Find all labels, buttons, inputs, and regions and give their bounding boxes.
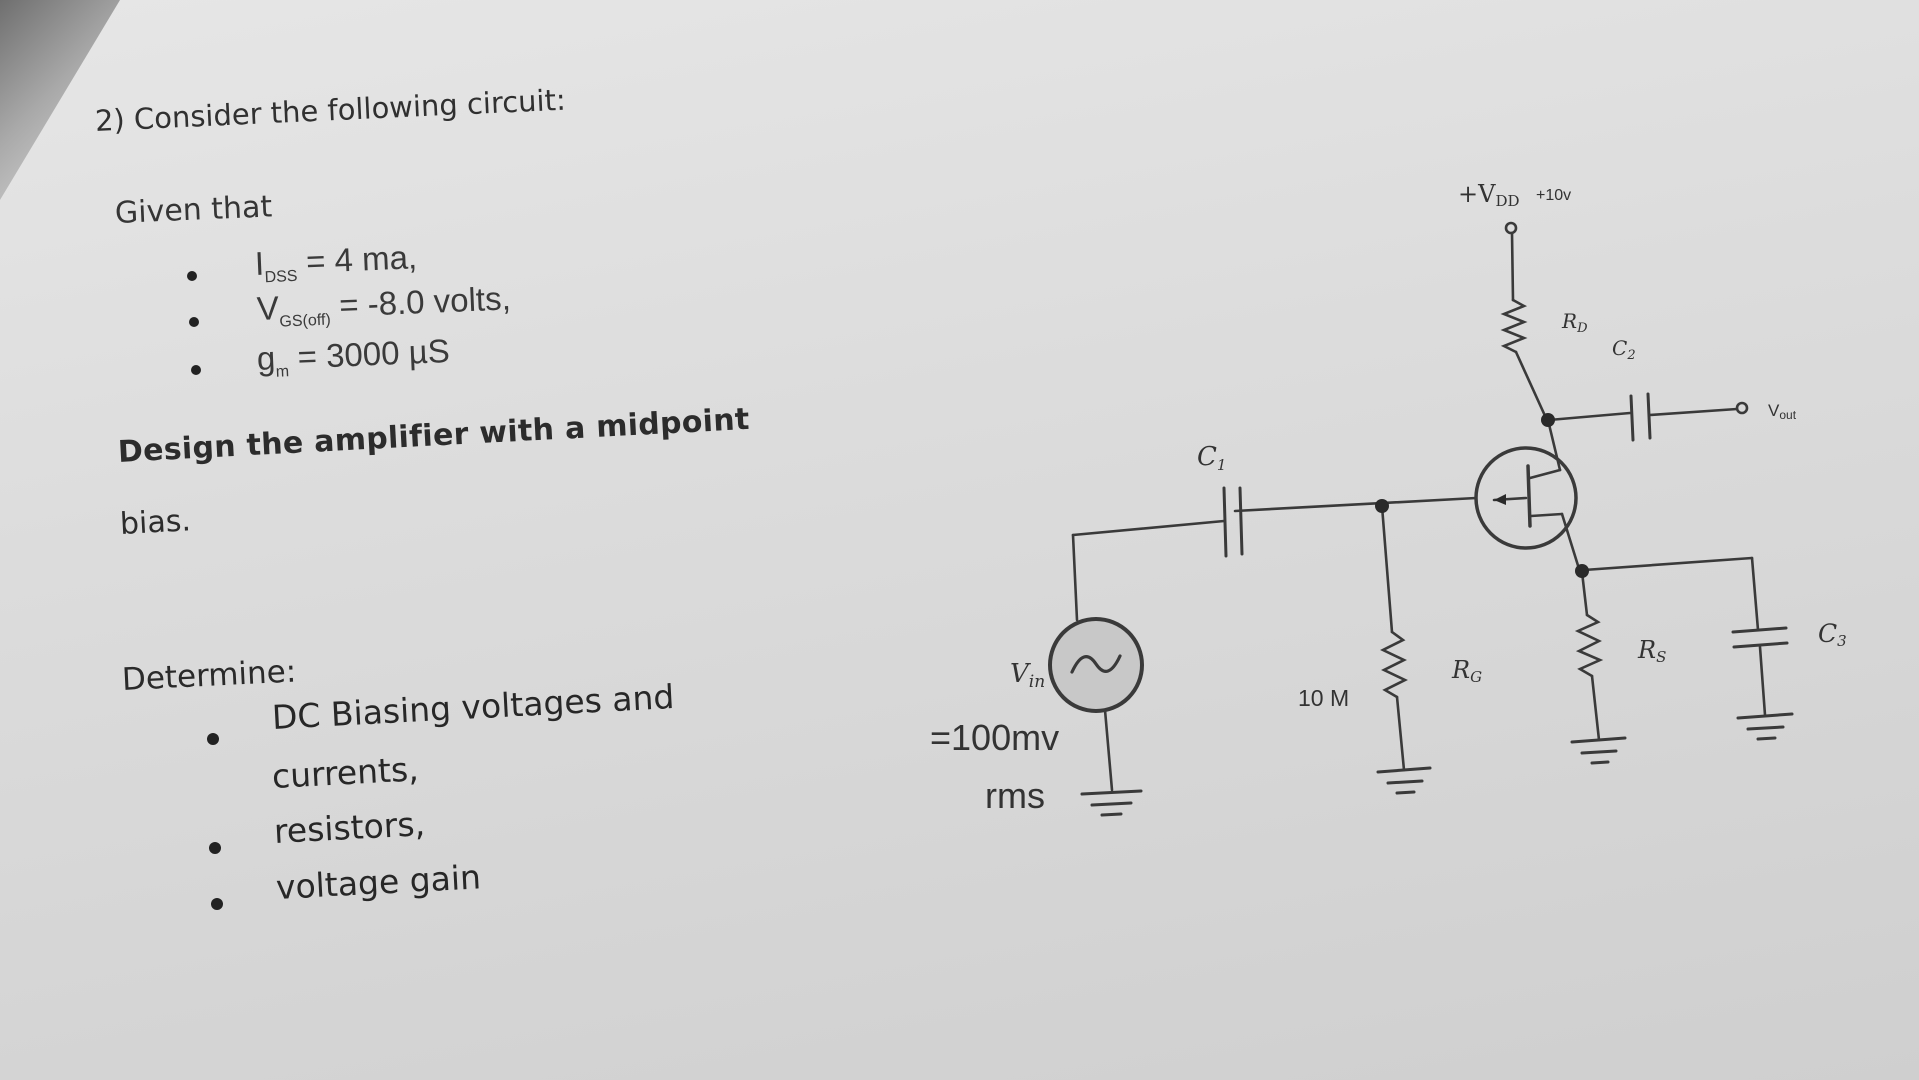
bullet (189, 317, 199, 327)
junction-dot (1541, 413, 1555, 427)
rd-label: RD (1561, 309, 1588, 336)
junction-dot (1575, 564, 1589, 578)
vout-terminal (1735, 401, 1749, 415)
rg-label: RG (1451, 656, 1482, 686)
ground-icon (1590, 760, 1610, 765)
c1-input-wire (1071, 519, 1226, 537)
ground-icon (1746, 725, 1785, 731)
c1-plate-right (1238, 486, 1244, 556)
vin-value: =100mv (930, 717, 1059, 758)
ground-icon (1080, 789, 1143, 796)
ground-icon (1570, 736, 1627, 744)
bullet (211, 898, 223, 910)
bullet (207, 733, 219, 745)
jfet-channel (1526, 464, 1532, 528)
jfet-drain-lead (1528, 468, 1562, 480)
vdd-label: +VDD (1458, 180, 1520, 210)
c2-plate-right (1646, 392, 1652, 440)
rs-top-wire (1580, 570, 1589, 617)
c1-plate-left (1222, 486, 1228, 558)
sine-icon (1070, 654, 1122, 674)
rd-resistor (1500, 298, 1528, 354)
ground-icon (1090, 801, 1133, 807)
rs-ground-wire (1590, 674, 1601, 742)
ground-icon (1756, 736, 1777, 741)
ground-icon (1100, 812, 1123, 817)
c3-label: C3 (1818, 619, 1847, 650)
ground-icon (1580, 749, 1618, 755)
gate-wire (1233, 496, 1478, 513)
vdd-terminal (1504, 221, 1518, 235)
rg-value: 10 M (1298, 685, 1349, 711)
bullet (209, 842, 221, 854)
c3-plate-top (1731, 626, 1788, 634)
rg-ground-wire (1395, 695, 1406, 772)
c2-to-vout-wire (1648, 407, 1739, 417)
bullet (191, 365, 201, 375)
ground-icon (1736, 712, 1794, 720)
c2-plate-left (1629, 394, 1635, 442)
drain-node-wire (1546, 418, 1562, 472)
rs-label: RS (1637, 636, 1666, 666)
source-to-c3-wire (1582, 556, 1754, 572)
bullet (187, 271, 197, 281)
rd-to-drain-wire (1514, 350, 1548, 420)
vdd-value: +10v (1536, 187, 1571, 204)
drain-to-c2-wire (1547, 411, 1632, 422)
rs-resistor (1574, 613, 1604, 678)
rg-resistor (1380, 630, 1408, 699)
vout-label: Vout (1768, 401, 1797, 422)
vdd-wire (1510, 231, 1515, 302)
vin-unit: rms (985, 775, 1045, 816)
vin-label: Vin (1010, 659, 1045, 692)
jfet-source-lead (1529, 512, 1564, 518)
ground-icon (1376, 766, 1432, 774)
rg-top-wire (1380, 504, 1394, 634)
source-top-wire (1071, 533, 1079, 622)
c1-label: C1 (1197, 442, 1226, 474)
source-node-wire (1560, 512, 1582, 574)
c3-ground-wire (1758, 645, 1767, 717)
junction-dot (1375, 499, 1389, 513)
c2-label: C2 (1612, 336, 1636, 363)
source-ground-wire (1103, 708, 1114, 792)
jfet-arrow-icon (1494, 494, 1506, 505)
ground-icon (1395, 790, 1416, 795)
c3-plate-bottom (1732, 641, 1789, 649)
ground-icon (1386, 779, 1424, 785)
c3-top-wire (1750, 556, 1760, 632)
